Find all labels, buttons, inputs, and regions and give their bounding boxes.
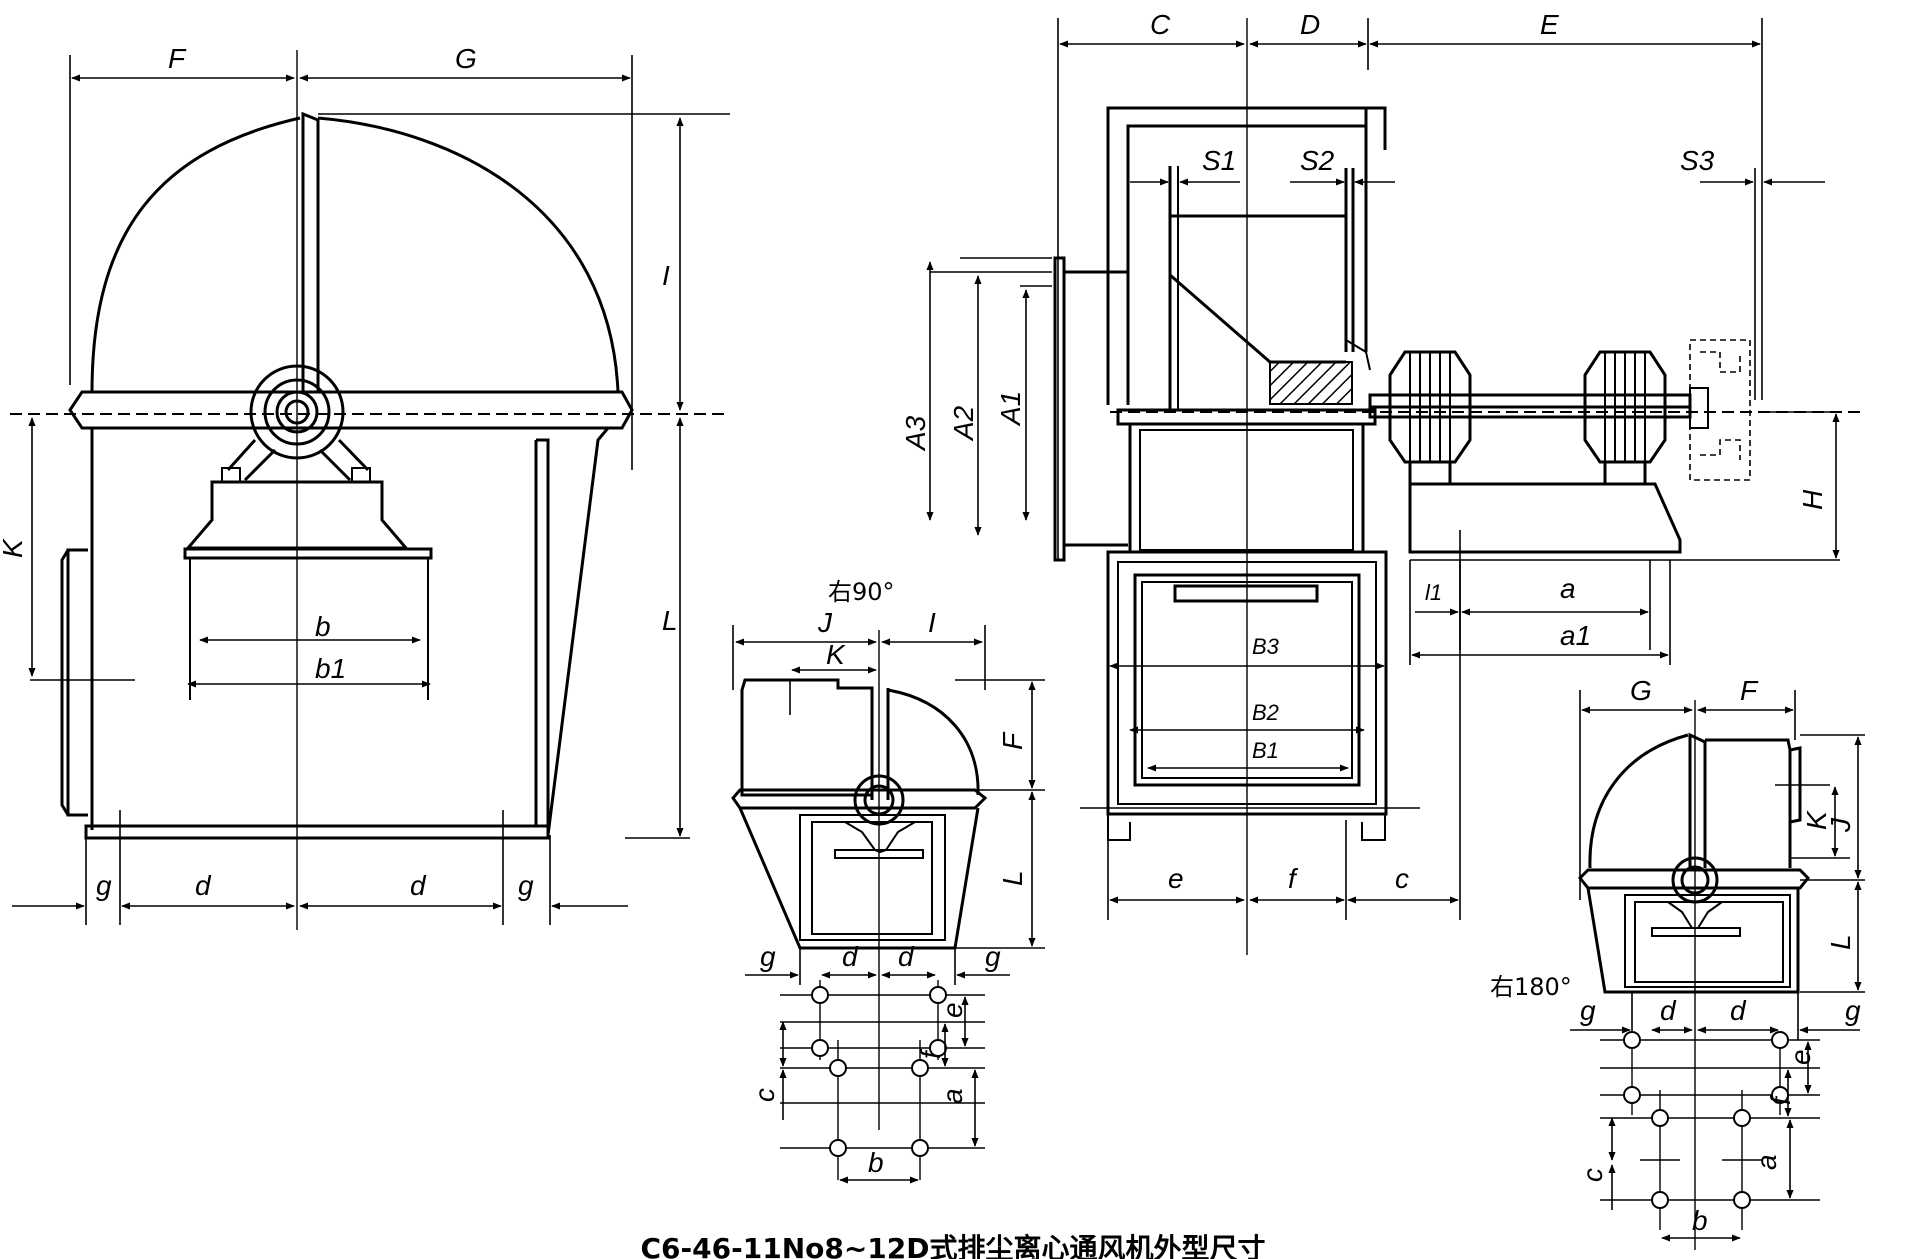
dim-label-H: H bbox=[1797, 489, 1828, 510]
dim-label-d-left: d bbox=[195, 870, 212, 901]
dim-label-c-180: c bbox=[1577, 1168, 1608, 1182]
dim-label-l1: l1 bbox=[1425, 580, 1442, 605]
dim-label-G: G bbox=[455, 43, 477, 74]
dim-label-I-90: I bbox=[928, 607, 936, 638]
side-elevation-view: C D E S1 S2 S3 bbox=[900, 9, 1860, 955]
dim-label-b: b bbox=[315, 611, 331, 642]
dim-label-F-180: F bbox=[1740, 675, 1759, 706]
dim-label-S3: S3 bbox=[1680, 145, 1715, 176]
dim-label-e-90: e bbox=[937, 1002, 968, 1018]
dim-label-e: e bbox=[1168, 863, 1184, 894]
dim-label-L-90: L bbox=[997, 870, 1028, 886]
dim-label-b-90: b bbox=[868, 1147, 884, 1178]
dim-label-g-right-90: g bbox=[985, 941, 1001, 972]
dim-label-E: E bbox=[1540, 9, 1559, 40]
dim-label-L-180: L bbox=[1825, 934, 1856, 950]
dim-label-D: D bbox=[1300, 9, 1320, 40]
dim-label-J-180: J bbox=[1825, 817, 1856, 833]
dim-label-F-90: F bbox=[997, 731, 1028, 750]
dim-label-e-180: e bbox=[1785, 1049, 1816, 1065]
dim-label-S1: S1 bbox=[1202, 145, 1236, 176]
dim-label-g-left-180: g bbox=[1580, 995, 1596, 1026]
dim-label-f-180: f bbox=[1765, 1094, 1796, 1105]
dim-label-A2: A2 bbox=[948, 405, 979, 442]
dim-label-d-left-90: d bbox=[842, 941, 859, 972]
dim-label-A3: A3 bbox=[900, 415, 931, 452]
left-front-view: F G b b1 bbox=[0, 43, 730, 930]
dim-label-C: C bbox=[1150, 9, 1171, 40]
dim-label-S2: S2 bbox=[1300, 145, 1335, 176]
dim-label-d-right-180: d bbox=[1730, 995, 1747, 1026]
dim-label-d-right-90: d bbox=[898, 941, 915, 972]
dim-label-a-180: a bbox=[1751, 1154, 1782, 1170]
dim-label-c-90: c bbox=[749, 1088, 780, 1102]
dim-label-a-90: a bbox=[937, 1088, 968, 1104]
dim-label-B1: B1 bbox=[1252, 738, 1279, 763]
dim-label-A1: A1 bbox=[995, 391, 1026, 427]
dim-label-d-left-180: d bbox=[1660, 995, 1677, 1026]
dim-label-K-90: K bbox=[826, 639, 846, 670]
dim-label-a1: a1 bbox=[1560, 620, 1591, 651]
dim-label-J-90: J bbox=[817, 607, 833, 638]
dim-label-G-180: G bbox=[1630, 675, 1652, 706]
dim-label-g-left-90: g bbox=[760, 941, 776, 972]
dim-label-a: a bbox=[1560, 573, 1576, 604]
rotation-label-180: 右180° bbox=[1490, 973, 1572, 1001]
dim-label-K-180: K bbox=[1801, 810, 1832, 830]
rotation-right-90-view: 右90° J I K F L bbox=[731, 578, 1045, 1184]
dim-label-L: L bbox=[662, 605, 678, 636]
rotation-right-180-view: G F J K L 右180° g d bbox=[1490, 675, 1865, 1250]
dim-label-c: c bbox=[1395, 863, 1409, 894]
dim-label-B3: B3 bbox=[1252, 634, 1280, 659]
dim-label-K: K bbox=[0, 538, 28, 558]
dim-label-f: f bbox=[1288, 863, 1299, 894]
dim-label-B2: B2 bbox=[1252, 700, 1279, 725]
dim-label-F: F bbox=[168, 43, 187, 74]
dim-label-g-right-180: g bbox=[1845, 995, 1861, 1026]
figure-caption: C6-46-11No8~12D式排尘离心通风机外型尺寸 bbox=[640, 1232, 1265, 1259]
dim-label-I: I bbox=[662, 260, 670, 291]
dim-label-g-right: g bbox=[518, 870, 534, 901]
dim-label-g-left: g bbox=[96, 870, 112, 901]
dim-label-b-180: b bbox=[1692, 1205, 1708, 1236]
rotation-label-90: 右90° bbox=[828, 578, 895, 606]
dim-label-d-right: d bbox=[410, 870, 427, 901]
dim-label-b1: b1 bbox=[315, 653, 346, 684]
dim-label-f-90: f bbox=[915, 1048, 946, 1059]
